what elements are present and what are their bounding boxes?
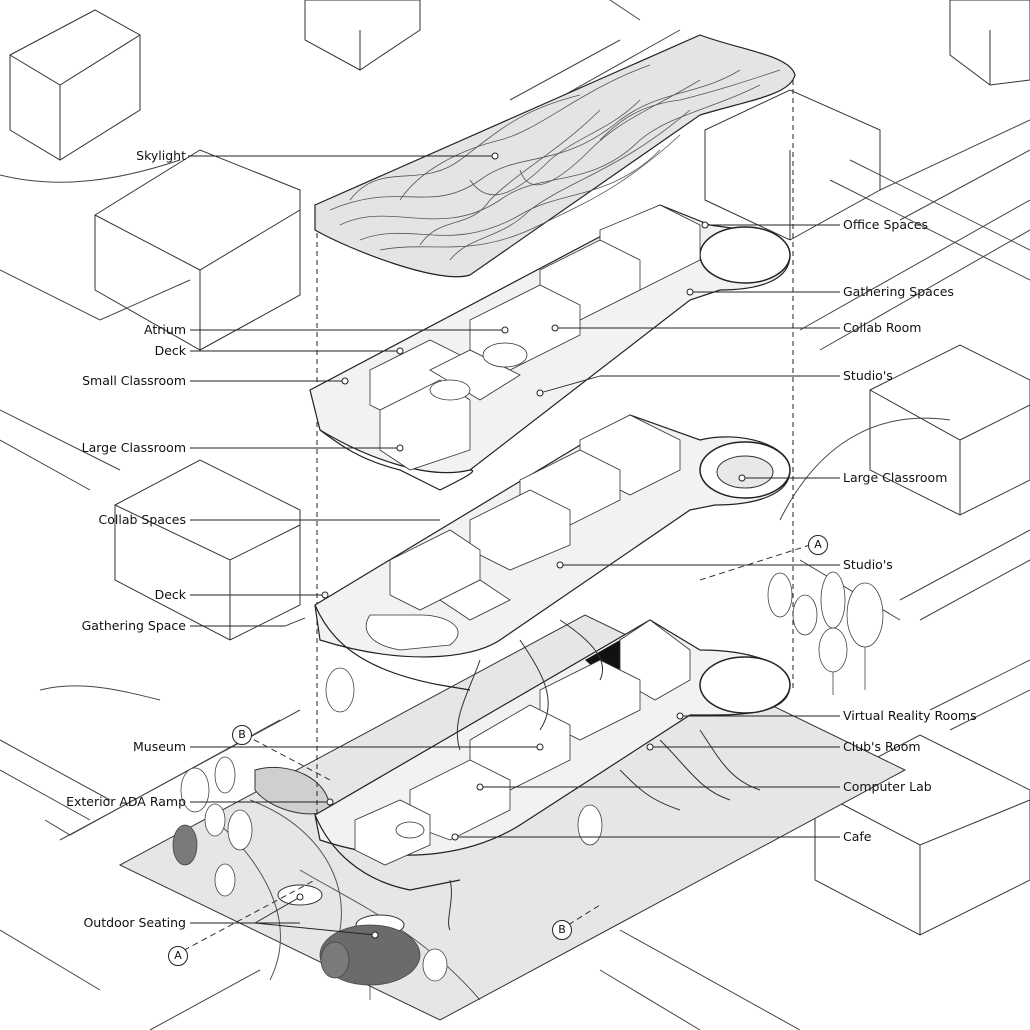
section-lines	[174, 544, 811, 956]
alignment-lines	[316, 80, 794, 815]
middle-floor	[314, 414, 791, 691]
leader-dots-left	[296, 152, 544, 939]
label-collab-spaces: Collab Spaces	[98, 512, 187, 527]
leader-lines-left	[188, 155, 540, 936]
upper-floor	[309, 204, 791, 491]
label-outdoor-seating: Outdoor Seating	[83, 915, 186, 930]
leader-dots-right	[451, 221, 746, 841]
label-atrium: Atrium	[144, 322, 186, 337]
label-collab-room: Collab Room	[843, 320, 922, 335]
label-small-classroom: Small Classroom	[82, 373, 186, 388]
leader-lines-right	[455, 224, 840, 838]
skylight-layer	[314, 34, 796, 278]
label-computer-lab: Computer Lab	[843, 779, 932, 794]
label-deck-middle: Deck	[154, 587, 186, 602]
label-exterior-ada-ramp: Exterior ADA Ramp	[66, 794, 186, 809]
label-studios-middle: Studio's	[843, 557, 893, 572]
label-cafe: Cafe	[843, 829, 872, 844]
label-gathering-spaces: Gathering Spaces	[843, 284, 954, 299]
section-marker-a-right: A	[808, 535, 828, 555]
label-skylight: Skylight	[136, 148, 186, 163]
label-studios-upper: Studio's	[843, 368, 893, 383]
site-trees	[172, 571, 884, 1000]
label-gathering-space: Gathering Space	[81, 618, 186, 633]
label-museum: Museum	[132, 739, 186, 754]
label-virtual-reality-rooms: Virtual Reality Rooms	[843, 708, 977, 723]
label-office-spaces: Office Spaces	[843, 217, 929, 232]
label-deck-upper: Deck	[154, 343, 186, 358]
label-large-classroom-left: Large Classroom	[81, 440, 186, 455]
section-marker-b-left: B	[232, 725, 252, 745]
label-clubs-room: Club's Room	[843, 739, 921, 754]
label-large-classroom-right: Large Classroom	[843, 470, 948, 485]
section-marker-b-bottom: B	[552, 920, 572, 940]
ground-floor	[314, 619, 791, 891]
section-marker-a-left: A	[168, 946, 188, 966]
root-structure	[448, 619, 761, 931]
